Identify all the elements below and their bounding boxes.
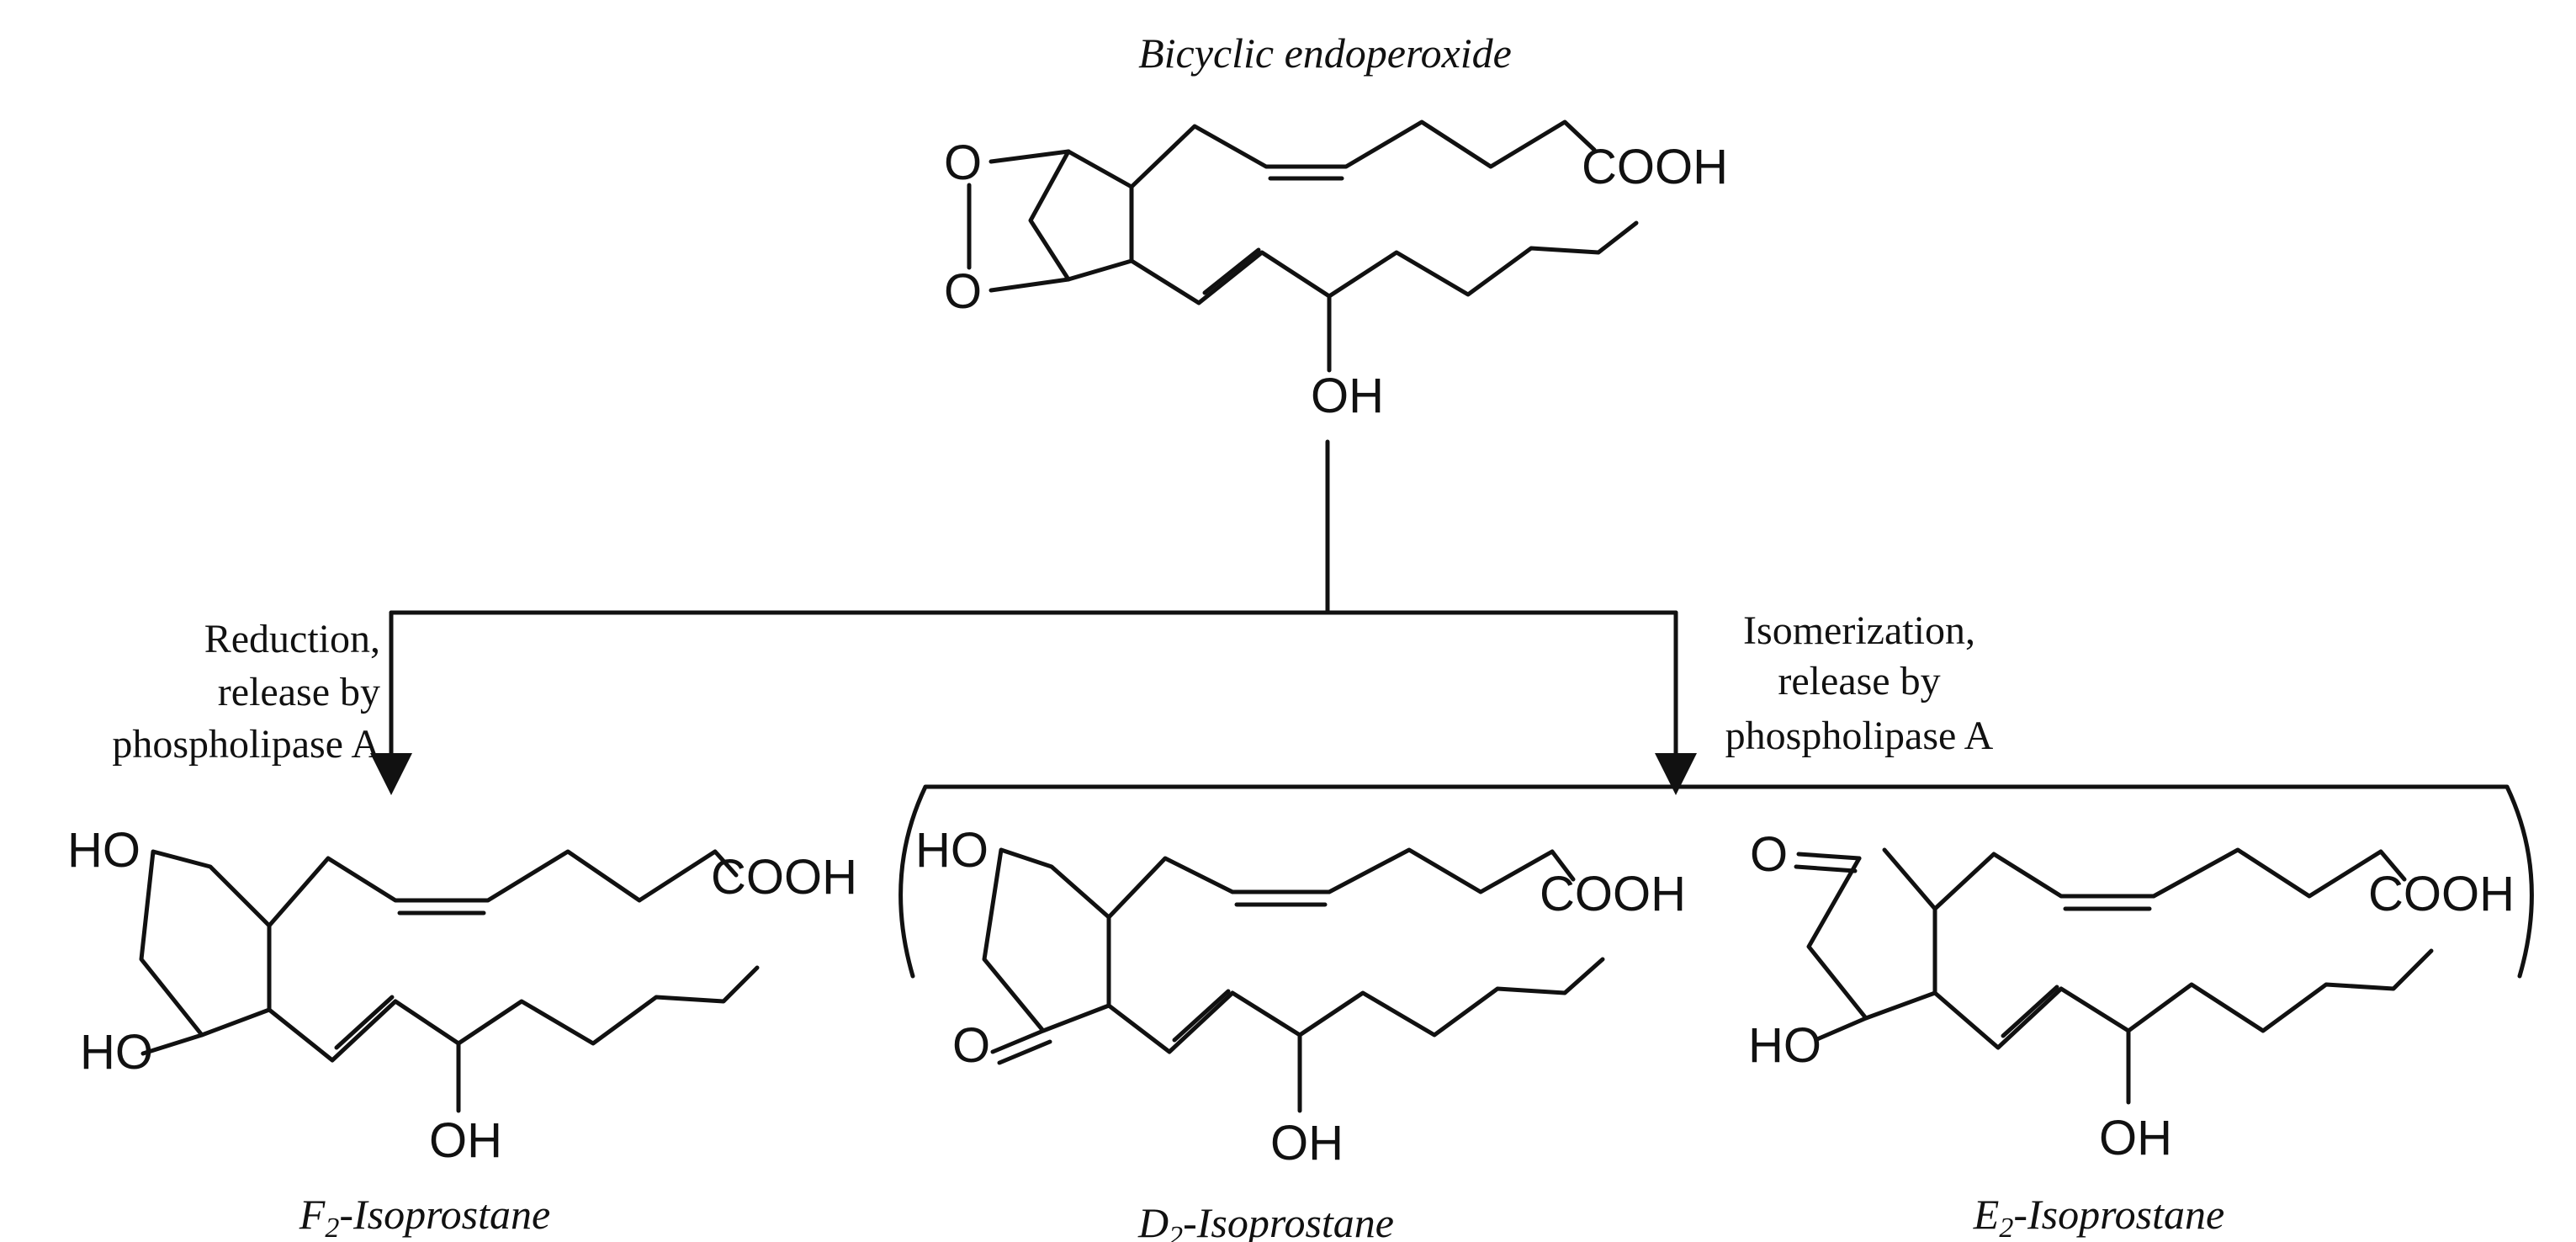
pathway-connector <box>370 439 1697 795</box>
isomerization-label-line2: release by <box>1778 659 1940 703</box>
d2-ho-label: HO <box>915 823 989 878</box>
d2-oh-label: OH <box>1270 1116 1344 1170</box>
reduction-label-line3: phospholipase A <box>112 722 380 767</box>
peroxide-oxygen-bottom: O <box>944 264 982 319</box>
d2-isoprostane-label: D2-Isoprostane <box>1137 1199 1394 1242</box>
isomerization-products-bracket <box>898 784 2534 979</box>
f2-oh-label: OH <box>429 1113 502 1168</box>
endoperoxide-title: Bicyclic endoperoxide <box>1138 29 1512 77</box>
d2-ketone-oxygen: O <box>952 1018 990 1073</box>
e2-isoprostane-structure <box>1794 847 2434 1105</box>
isomerization-label-line3: phospholipase A <box>1725 714 1994 758</box>
d2-isoprostane-structure <box>982 847 1605 1113</box>
f2-isoprostane-label: F2-Isoprostane <box>299 1191 550 1242</box>
e2-oh-label: OH <box>2099 1111 2172 1165</box>
endoperoxide-oh-label: OH <box>1311 369 1384 423</box>
e2-cooh-label: COOH <box>2368 867 2515 921</box>
e2-ho-label: HO <box>1748 1018 1821 1073</box>
peroxide-oxygen-top: O <box>944 135 982 190</box>
reduction-label-line1: Reduction, <box>204 617 380 661</box>
reduction-label-line2: release by <box>218 670 380 714</box>
endoperoxide-cooh-label: COOH <box>1582 140 1728 194</box>
e2-ketone-oxygen: O <box>1750 827 1788 882</box>
f2-isoprostane-structure <box>139 849 760 1113</box>
d2-cooh-label: COOH <box>1540 867 1686 921</box>
e2-isoprostane-label: E2-Isoprostane <box>1973 1191 2224 1242</box>
f2-cooh-label: COOH <box>711 850 857 905</box>
f2-ho-bottom-label: HO <box>80 1025 153 1080</box>
isomerization-label-line1: Isomerization, <box>1743 608 1975 653</box>
bicyclic-endoperoxide-structure <box>967 119 1639 373</box>
f2-ho-top-label: HO <box>67 823 140 878</box>
